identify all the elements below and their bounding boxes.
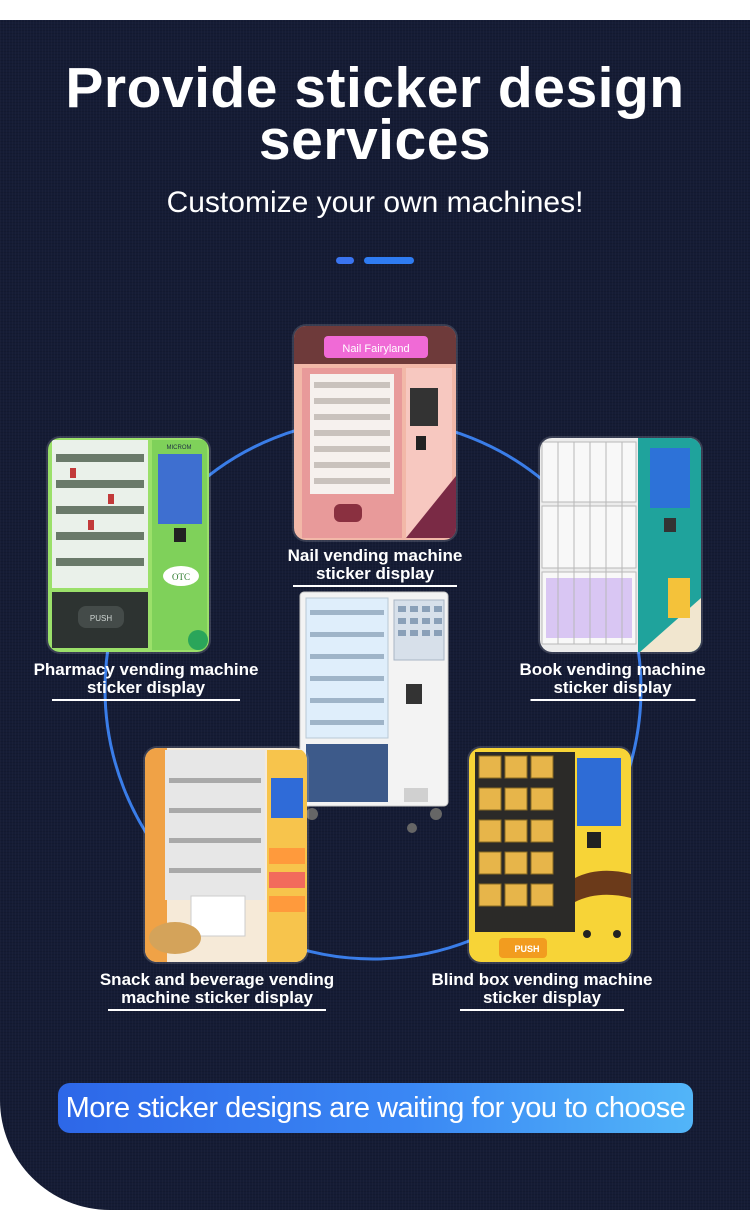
- page-subtitle: Customize your own machines!: [166, 186, 584, 219]
- center-vending-machine: [296, 588, 456, 838]
- book-label-line-2: sticker display: [553, 678, 672, 697]
- book-label-underline: [530, 699, 695, 701]
- pharmacy-push-text: PUSH: [90, 614, 112, 623]
- nail-label-underline: [293, 585, 457, 587]
- blindbox-label-underline: [460, 1009, 624, 1011]
- blindbox-label-line-2: sticker display: [482, 988, 602, 1007]
- center-machine-image: [299, 591, 449, 833]
- title-line-1: Provide sticker design: [65, 56, 685, 120]
- pharmacy-label-underline: [52, 699, 240, 701]
- snack-label-underline: [108, 1009, 326, 1011]
- pharmacy-machine-image: PUSH MICROM OTC: [48, 438, 209, 652]
- page-title: Provide sticker design services: [0, 56, 750, 172]
- indicator-dot: [336, 257, 354, 264]
- pharmacy-label-line-2: sticker display: [86, 678, 206, 697]
- nail-label-line-1: Nail vending machine: [287, 546, 463, 565]
- title-line-2: services: [258, 108, 492, 172]
- pharmacy-label-line-1: Pharmacy vending machine: [33, 660, 259, 679]
- nail-label-line-2: sticker display: [315, 564, 435, 583]
- blindbox-push-text: PUSH: [514, 944, 539, 954]
- pharmacy-machine-card[interactable]: PUSH MICROM OTC: [48, 438, 209, 652]
- snack-machine-label: Snack and beverage vending machine stick…: [86, 970, 348, 1011]
- pharmacy-otc-text: OTC: [172, 572, 190, 582]
- book-machine-image: [540, 438, 701, 652]
- snack-machine-image: [145, 748, 307, 962]
- blindbox-machine-label: Blind box vending machine sticker displa…: [422, 970, 662, 1011]
- blindbox-machine-card[interactable]: PUSH: [469, 748, 631, 962]
- more-designs-button[interactable]: More sticker designs are waiting for you…: [58, 1083, 693, 1133]
- book-machine-card[interactable]: [540, 438, 701, 652]
- nail-machine-image: Nail Fairyland: [294, 326, 456, 540]
- nail-machine-card[interactable]: Nail Fairyland: [294, 326, 456, 540]
- pharmacy-machine-label: Pharmacy vending machine sticker display: [24, 660, 268, 701]
- snack-label-line-1: Snack and beverage vending: [99, 970, 335, 989]
- book-label-line-1: Book vending machine: [519, 660, 706, 679]
- snack-label-line-2: machine sticker display: [121, 988, 313, 1007]
- blindbox-machine-image: PUSH: [469, 748, 631, 962]
- promo-panel: Provide sticker design services Customiz…: [0, 20, 750, 1210]
- book-machine-label: Book vending machine sticker display: [510, 660, 715, 701]
- blindbox-label-line-1: Blind box vending machine: [431, 970, 653, 989]
- indicator-active-bar: [364, 257, 414, 264]
- nail-machine-label: Nail vending machine sticker display: [260, 546, 490, 587]
- snack-machine-card[interactable]: [145, 748, 307, 962]
- pharmacy-brand-text: MICROM: [167, 445, 192, 451]
- nail-sign-text: Nail Fairyland: [342, 343, 409, 355]
